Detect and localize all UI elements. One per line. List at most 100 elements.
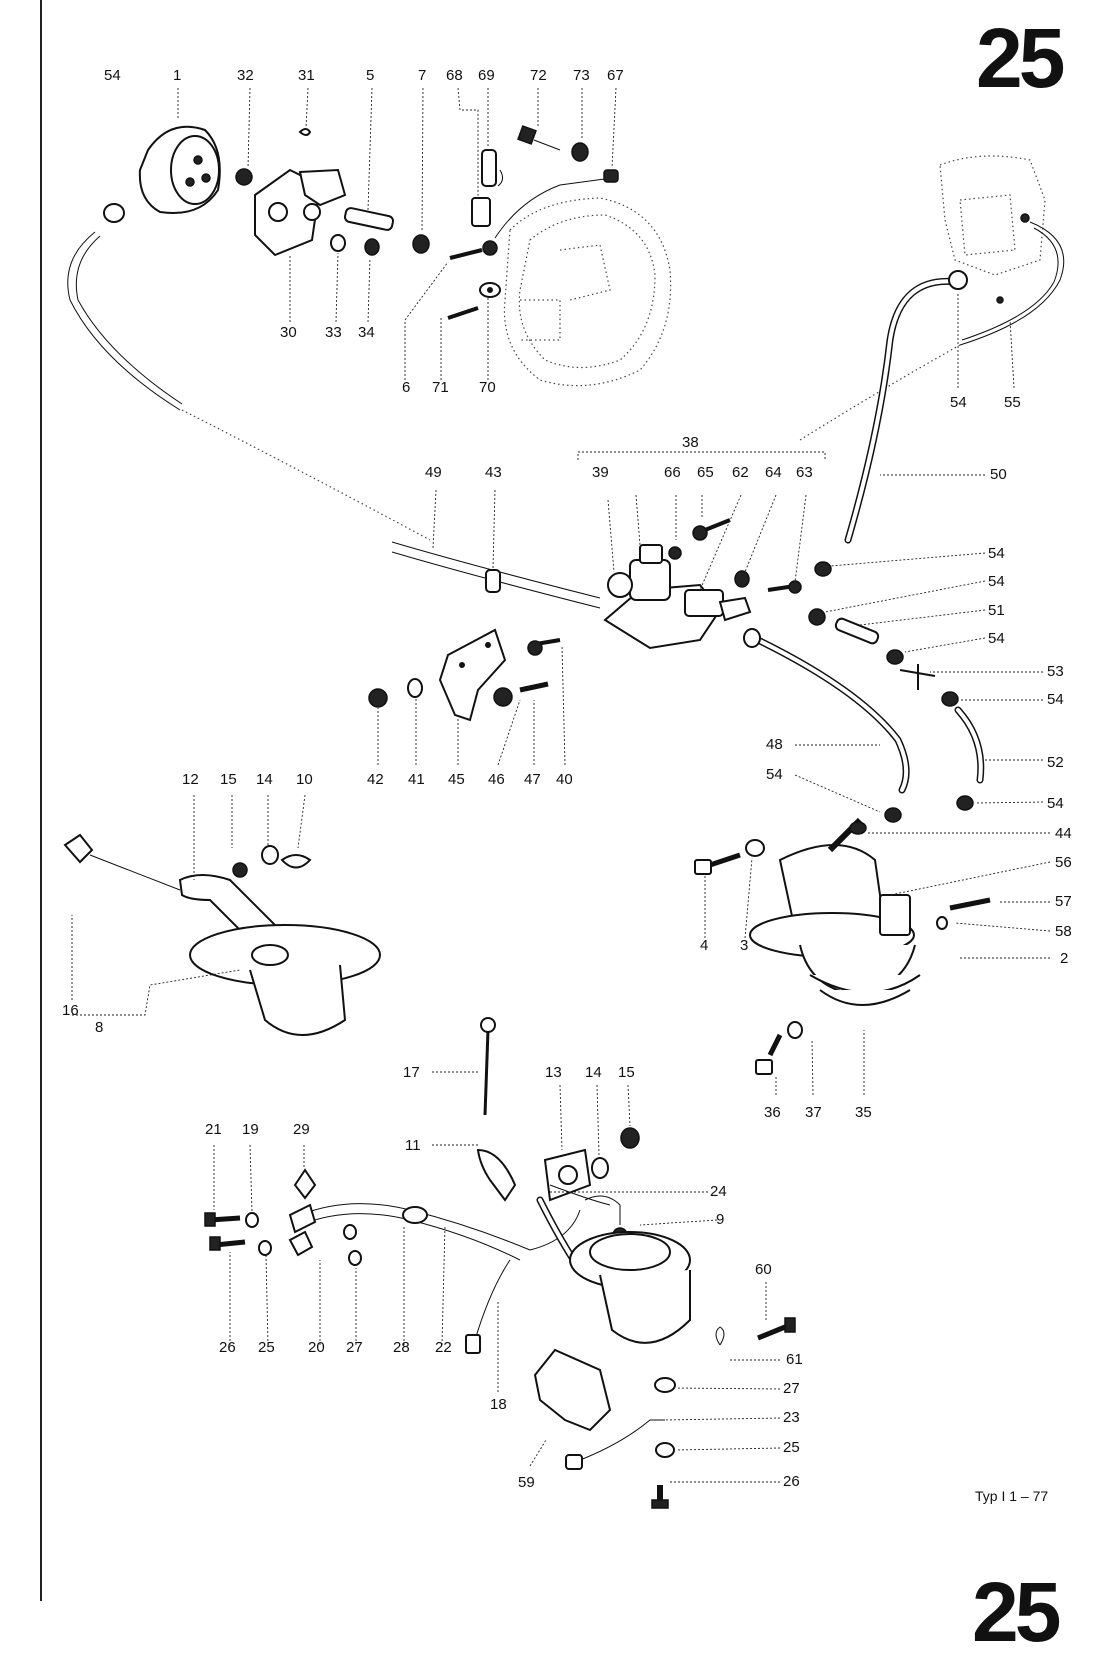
- hose-clamp-part-54: [103, 203, 125, 223]
- callout-33: 33: [325, 324, 342, 341]
- callout-50: 50: [990, 466, 1007, 483]
- callout-21: 21: [205, 1121, 222, 1138]
- vacuum-hose-part-49: [391, 541, 601, 609]
- vacuum-hose-left: [67, 231, 181, 411]
- callout-42: 42: [367, 771, 384, 788]
- callout-46: 46: [488, 771, 505, 788]
- callout-14: 14: [256, 771, 273, 788]
- callout-65: 65: [697, 464, 714, 481]
- callout-43: 43: [485, 464, 502, 481]
- callout-63: 63: [796, 464, 813, 481]
- vacuum-hose-part-50: [844, 270, 968, 544]
- servo-part-9: [569, 1231, 796, 1346]
- callout-44: 44: [1055, 825, 1072, 842]
- exploded-view-drawing: [63, 87, 1065, 1509]
- sender-part-6: [404, 240, 501, 380]
- callout-54: 54: [950, 394, 967, 411]
- callout-9: 9: [716, 1211, 725, 1228]
- callout-3: 3: [740, 937, 749, 954]
- callout-71: 71: [432, 379, 449, 396]
- callout-51: 51: [988, 602, 1005, 619]
- callout-8: 8: [95, 1019, 104, 1036]
- callout-24: 24: [710, 1183, 727, 1200]
- callout-47: 47: [524, 771, 541, 788]
- callout-70: 70: [479, 379, 496, 396]
- leader-lines: [71, 87, 1051, 1483]
- vacuum-connectors-right: [808, 561, 985, 811]
- callout-52: 52: [1047, 754, 1064, 771]
- callout-31: 31: [298, 67, 315, 84]
- gasket-part-13: [543, 1127, 640, 1202]
- callout-57: 57: [1055, 893, 1072, 910]
- vacuum-pipe-part-17: [476, 1017, 517, 1202]
- callout-54: 54: [988, 630, 1005, 647]
- callout-14: 14: [585, 1064, 602, 1081]
- callout-11: 11: [405, 1137, 421, 1154]
- mounting-bracket-part-45: [368, 628, 561, 722]
- screw-part-65: [692, 518, 731, 541]
- callout-54: 54: [766, 766, 783, 783]
- callout-15: 15: [220, 771, 237, 788]
- callout-7: 7: [418, 67, 427, 84]
- callout-64: 64: [765, 464, 782, 481]
- callout-67: 67: [607, 67, 624, 84]
- ground-strap-part-67: [494, 169, 619, 239]
- callout-48: 48: [766, 736, 783, 753]
- callout-38: 38: [682, 434, 699, 451]
- callout-53: 53: [1047, 663, 1064, 680]
- temperature-switch-part-69: [471, 149, 504, 227]
- callout-54: 54: [1047, 691, 1064, 708]
- connector-pin-part-5: [330, 207, 430, 256]
- footer-model-code: Typ I 1 – 77: [975, 1488, 1049, 1504]
- callout-22: 22: [435, 1339, 452, 1356]
- callout-28: 28: [393, 1339, 410, 1356]
- callout-5: 5: [366, 67, 375, 84]
- callout-27: 27: [346, 1339, 363, 1356]
- callout-1: 1: [173, 67, 182, 84]
- bracket-part-59: [533, 1348, 676, 1509]
- callout-45: 45: [448, 771, 465, 788]
- callout-54: 54: [1047, 795, 1064, 812]
- callout-41: 41: [408, 771, 425, 788]
- callout-39: 39: [592, 464, 609, 481]
- callout-36: 36: [764, 1104, 781, 1121]
- control-valve-part-1: [138, 125, 221, 214]
- callout-54: 54: [988, 573, 1005, 590]
- page-number: 25: [976, 11, 1065, 105]
- callout-66: 66: [664, 464, 681, 481]
- callout-15: 15: [618, 1064, 635, 1081]
- callout-68: 68: [446, 67, 463, 84]
- callout-72: 72: [530, 67, 547, 84]
- callout-49: 49: [425, 464, 442, 481]
- page-binding-rule: [40, 0, 42, 1601]
- bolt-part-72: [517, 125, 589, 162]
- callout-60: 60: [755, 1261, 772, 1278]
- callout-26: 26: [783, 1473, 800, 1490]
- callout-25: 25: [783, 1439, 800, 1456]
- fittings-part-19-29: [204, 1168, 362, 1266]
- servo-part-8: [63, 833, 381, 1036]
- callout-17: 17: [403, 1064, 420, 1081]
- callout-34: 34: [358, 324, 375, 341]
- callout-6: 6: [402, 379, 411, 396]
- brake-pipes-part-22: [288, 1184, 611, 1354]
- callout-20: 20: [308, 1339, 325, 1356]
- booster-part-56: [694, 817, 991, 1075]
- callout-23: 23: [783, 1409, 800, 1426]
- switch-housing-part-30: [235, 128, 347, 257]
- callout-19: 19: [242, 1121, 259, 1138]
- callout-40: 40: [556, 771, 573, 788]
- callout-69: 69: [478, 67, 495, 84]
- callout-55: 55: [1004, 394, 1021, 411]
- callout-25: 25: [258, 1339, 275, 1356]
- callout-26: 26: [219, 1339, 236, 1356]
- transmission-housing-outline: [503, 197, 672, 387]
- callout-56: 56: [1055, 854, 1072, 871]
- callout-61: 61: [786, 1351, 803, 1368]
- callout-4: 4: [700, 937, 709, 954]
- callout-2: 2: [1060, 950, 1069, 967]
- callout-16: 16: [62, 1002, 79, 1019]
- page-number-bottom-cropped: 25: [972, 1565, 1061, 1659]
- screw-part-63: [767, 580, 802, 594]
- callout-54: 54: [104, 67, 121, 84]
